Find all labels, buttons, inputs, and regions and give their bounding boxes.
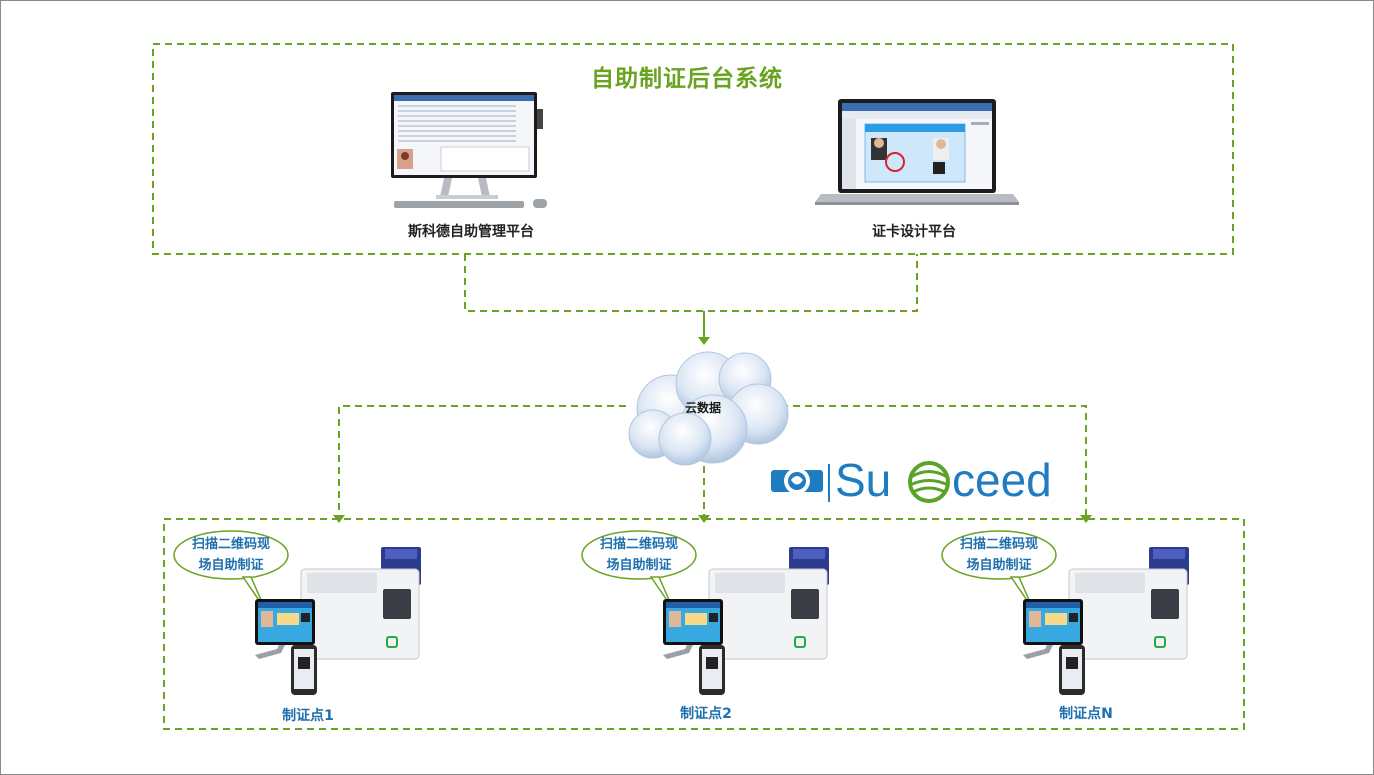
arrow-station-n <box>1080 515 1092 523</box>
succeed-logo: Su ceed <box>769 454 1079 508</box>
backend-connector <box>464 254 918 312</box>
card-printer-kiosk-icon <box>173 530 421 695</box>
arrow-station-2 <box>698 515 710 523</box>
backend-frame <box>152 43 1234 255</box>
station-2-bubble-line2: 场自助制证 <box>606 558 672 573</box>
cloud-label: 云数据 <box>684 401 721 415</box>
desktop-computer-icon <box>391 92 547 208</box>
arrow-to-cloud <box>698 337 710 345</box>
station-n: 扫描二维码现 场自助制证 制证点N <box>941 527 1201 727</box>
logo-mark-icon <box>771 461 950 503</box>
logo-text-left: Su <box>835 454 892 506</box>
station-n-bubble-line2: 场自助制证 <box>966 558 1032 573</box>
laptop-icon <box>815 99 1019 205</box>
platform-label-management: 斯科德自助管理平台 <box>408 224 534 240</box>
station-2: 扫描二维码现 场自助制证 制证点2 <box>581 527 841 727</box>
cloud-icon <box>628 351 789 466</box>
arrow-station-1 <box>333 515 345 523</box>
station-1-bubble-line2: 场自助制证 <box>198 558 264 573</box>
cloud-left-branch <box>338 405 626 517</box>
station-2-bubble-line1: 扫描二维码现 <box>599 537 678 552</box>
diagram-title: 自助制证后台系统 <box>591 66 783 92</box>
station-1-bubble-line1: 扫描二维码现 <box>191 537 270 552</box>
card-printer-kiosk-icon <box>941 530 1189 695</box>
platform-label-card-design: 证卡设计平台 <box>872 224 956 240</box>
station-n-label: 制证点N <box>1059 706 1113 722</box>
card-printer-kiosk-icon <box>581 530 829 695</box>
cloud-right-branch <box>781 405 1087 517</box>
station-1-label: 制证点1 <box>282 708 334 724</box>
station-n-bubble-line1: 扫描二维码现 <box>959 537 1038 552</box>
station-1: 扫描二维码现 场自助制证 制证点1 <box>173 527 433 727</box>
station-2-label: 制证点2 <box>680 706 732 722</box>
logo-text-right: ceed <box>952 454 1052 506</box>
